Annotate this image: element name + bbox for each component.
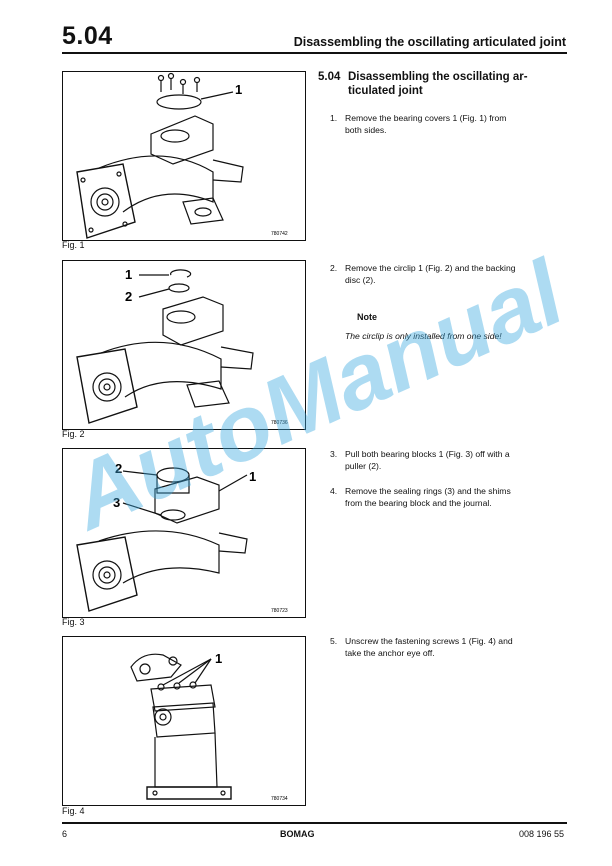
step-4: 4. Remove the sealing rings (3) and the … — [330, 485, 566, 509]
document-number: 008 196 55 — [518, 829, 564, 839]
section-number: 5.04 — [62, 22, 113, 50]
step-text-line: Remove the circlip 1 (Fig. 2) and the ba… — [345, 263, 516, 273]
figure-2: 1 2 780736 — [62, 260, 306, 430]
step-number: 5. — [330, 636, 338, 646]
section-title-line-1: Disassembling the oscillating ar- — [348, 71, 528, 83]
screw-icon — [167, 72, 175, 90]
step-number: 3. — [330, 449, 338, 459]
header-rule — [62, 52, 567, 54]
figure-3-label: Fig. 3 — [62, 617, 85, 627]
step-text-line: puller (2). — [345, 461, 382, 471]
screw-icon — [193, 76, 201, 92]
figure-4-drawing: 1 780734 — [130, 651, 288, 802]
bearing-block-shape — [154, 476, 220, 524]
figure-3-drawing: 2 1 3 780723 — [76, 461, 288, 614]
screw-icon — [179, 78, 187, 94]
callout-1: 1 — [125, 267, 132, 282]
page-number: 6 — [62, 829, 68, 839]
brand-name: BOMAG — [280, 829, 315, 839]
step-2: 2. Remove the circlip 1 (Fig. 2) and the… — [330, 262, 566, 286]
step-number: 1. — [330, 113, 338, 123]
step-text-line: Remove the sealing rings (3) and the shi… — [345, 486, 511, 496]
figure-2-drawing: 1 2 780736 — [76, 267, 288, 426]
step-3: 3. Pull both bearing blocks 1 (Fig. 3) o… — [330, 448, 566, 472]
callout-1: 1 — [249, 469, 256, 484]
step-text-line: take the anchor eye off. — [345, 648, 435, 658]
figure-1: 1 780742 — [62, 71, 306, 241]
step-number: 4. — [330, 486, 338, 496]
step-text-line: from the bearing block and the journal. — [345, 498, 492, 508]
figure-code: 780723 — [271, 608, 288, 614]
figure-4: 1 780734 — [62, 636, 306, 806]
backing-disc-shape — [168, 283, 190, 293]
callout-3: 3 — [113, 495, 120, 510]
callout-1: 1 — [215, 651, 222, 666]
footer-rule — [62, 822, 567, 824]
anchor-eye-shape — [130, 653, 182, 682]
step-text-line: Unscrew the fastening screws 1 (Fig. 4) … — [345, 636, 513, 646]
callout-2: 2 — [115, 461, 122, 476]
bearing-cover-shape — [156, 94, 202, 110]
section-title: 5.04 Disassembling the oscillating ar- t… — [318, 70, 568, 98]
step-text-line: both sides. — [345, 125, 387, 135]
puller-shape — [156, 467, 190, 483]
figure-code: 780734 — [271, 796, 288, 802]
callout-2: 2 — [125, 289, 132, 304]
callout-1: 1 — [235, 82, 242, 97]
screw-icon — [157, 74, 165, 92]
figure-code: 780736 — [271, 420, 288, 426]
figure-1-drawing: 1 780742 — [76, 72, 288, 239]
step-text-line: Pull both bearing blocks 1 (Fig. 3) off … — [345, 449, 510, 459]
step-text-line: Remove the bearing covers 1 (Fig. 1) fro… — [345, 113, 507, 123]
note-heading: Note — [357, 312, 377, 322]
section-title-number: 5.04 — [318, 71, 341, 83]
step-number: 2. — [330, 263, 338, 273]
step-text-line: disc (2). — [345, 275, 376, 285]
step-5: 5. Unscrew the fastening screws 1 (Fig. … — [330, 635, 566, 659]
header-title: Disassembling the oscillating articulate… — [293, 35, 566, 49]
figure-3: 2 1 3 780723 — [62, 448, 306, 618]
figure-4-label: Fig. 4 — [62, 806, 85, 816]
step-1: 1. Remove the bearing covers 1 (Fig. 1) … — [330, 112, 566, 136]
figure-code: 780742 — [271, 231, 288, 237]
figure-1-label: Fig. 1 — [62, 240, 85, 250]
note-text: The circlip is only installed from one s… — [345, 331, 502, 341]
circlip-shape — [170, 269, 192, 278]
section-title-line-2: ticulated joint — [348, 85, 423, 97]
figure-2-label: Fig. 2 — [62, 429, 85, 439]
